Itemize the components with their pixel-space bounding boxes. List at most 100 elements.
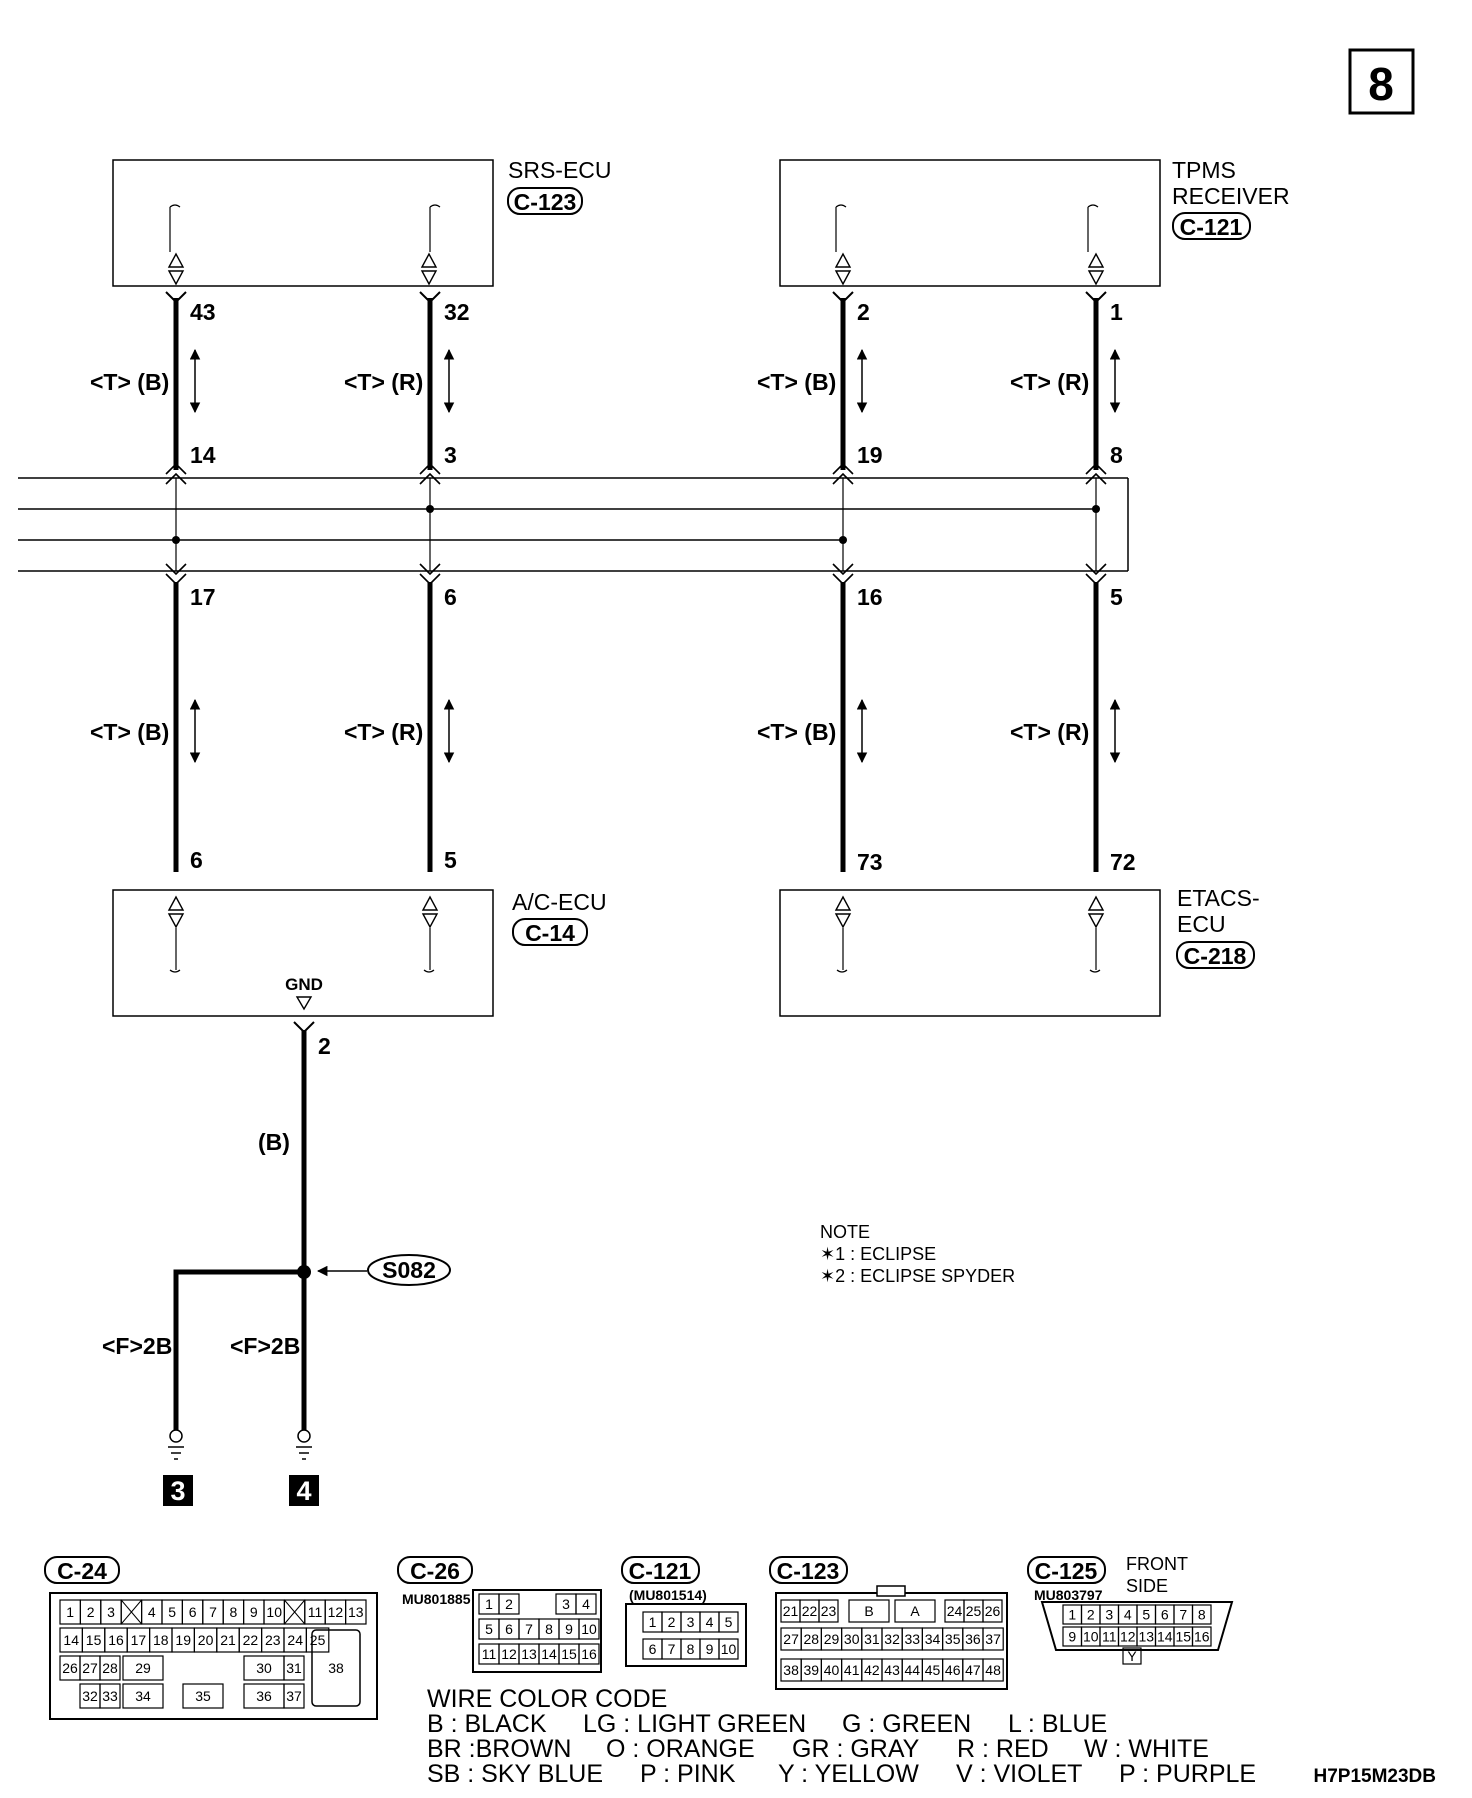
wire-label-w1-lower: <T> (B) bbox=[90, 719, 169, 745]
connector-cell bbox=[718, 1638, 739, 1660]
connector-cell bbox=[818, 1599, 839, 1623]
pin-2-tpms: 2 bbox=[857, 299, 870, 325]
connector-pin-label: 24 bbox=[287, 1632, 303, 1648]
connector-pin-label: 10 bbox=[1083, 1629, 1099, 1645]
connector-pin-label: 36 bbox=[256, 1688, 272, 1704]
connector-cell bbox=[1191, 1626, 1212, 1647]
svg-text:C-121: C-121 bbox=[629, 1558, 692, 1584]
connector-pin-label: 6 bbox=[189, 1604, 197, 1620]
connector-pin-label: 34 bbox=[135, 1688, 151, 1704]
connector-pin-label: 6 bbox=[1161, 1607, 1169, 1623]
connector-pin-label: 4 bbox=[148, 1604, 156, 1620]
connector-pin-label: 8 bbox=[1198, 1607, 1206, 1623]
etacs-label-line1: ETACS- bbox=[1177, 885, 1260, 911]
connector-cell bbox=[283, 1655, 305, 1681]
splice-badge: S082 bbox=[367, 1254, 451, 1286]
connector-pin-label: 42 bbox=[864, 1662, 880, 1678]
connector-cell bbox=[718, 1611, 739, 1633]
connector-pin-label: 48 bbox=[985, 1662, 1001, 1678]
connector-cell bbox=[345, 1599, 367, 1625]
connector-pin-label: 25 bbox=[310, 1632, 326, 1648]
connector-pin-label: 7 bbox=[209, 1604, 217, 1620]
connector-cell bbox=[578, 1618, 600, 1640]
connector-cell bbox=[122, 1655, 164, 1681]
diagram-code: H7P15M23DB bbox=[1314, 1766, 1437, 1787]
wire-label-w2-lower: <T> (R) bbox=[344, 719, 423, 745]
connector-pin-label: 30 bbox=[256, 1660, 272, 1676]
connector-pin-label: 12 bbox=[1120, 1629, 1136, 1645]
connector-cell bbox=[578, 1643, 600, 1665]
wires-upper bbox=[173, 298, 1099, 470]
connector-pin-label: 38 bbox=[783, 1662, 799, 1678]
connector-pin-label: 44 bbox=[905, 1662, 921, 1678]
connector-pin-label: 3 bbox=[562, 1596, 570, 1612]
svg-text:(MU801514): (MU801514) bbox=[629, 1587, 707, 1603]
svg-text:GR : GRAY: GR : GRAY bbox=[792, 1735, 920, 1763]
connector-pin-label: 15 bbox=[561, 1646, 577, 1662]
connector-cell-blank bbox=[284, 1599, 306, 1625]
joint-connector bbox=[18, 462, 1129, 586]
connector-pin-label: 14 bbox=[1157, 1629, 1173, 1645]
pin-1-tpms: 1 bbox=[1110, 299, 1123, 325]
ground-left-wire-label: <F>2B bbox=[102, 1333, 172, 1359]
page-number: 8 bbox=[1368, 58, 1394, 110]
connector-pin-label: 7 bbox=[525, 1621, 533, 1637]
connector-pin-label: 43 bbox=[884, 1662, 900, 1678]
svg-text:C-24: C-24 bbox=[57, 1558, 107, 1584]
connector-pin-label: 17 bbox=[131, 1632, 147, 1648]
connector-pin-label: 37 bbox=[985, 1631, 1001, 1647]
connector-pin-label: 35 bbox=[195, 1688, 211, 1704]
ground-pin-2: 2 bbox=[318, 1033, 331, 1059]
connector-cell bbox=[982, 1599, 1003, 1623]
srs-ecu-label: SRS-ECU bbox=[508, 157, 612, 183]
connector-cell bbox=[575, 1593, 597, 1615]
connector-cell bbox=[99, 1655, 121, 1681]
svg-text:G : GREEN: G : GREEN bbox=[842, 1710, 971, 1738]
connector-pin-label: 5 bbox=[1142, 1607, 1150, 1623]
connector-pin-label: 3 bbox=[687, 1614, 695, 1630]
connector-pin-label: 14 bbox=[63, 1632, 79, 1648]
connector-pin-label: 3 bbox=[1105, 1607, 1113, 1623]
pin-72-etacs: 72 bbox=[1110, 849, 1136, 875]
connector-pin-label: 39 bbox=[804, 1662, 820, 1678]
connector-pin-label: 22 bbox=[802, 1603, 818, 1619]
connector-pin-label: 27 bbox=[82, 1660, 98, 1676]
pin-17-joint: 17 bbox=[190, 584, 216, 610]
note-title: NOTE bbox=[820, 1222, 870, 1242]
connector-cell bbox=[848, 1599, 890, 1623]
connector-pin-label: 4 bbox=[706, 1614, 714, 1630]
svg-text:S082: S082 bbox=[382, 1257, 436, 1283]
wire-label-w2-upper: <T> (R) bbox=[344, 369, 423, 395]
connector-pin-label: 13 bbox=[1138, 1629, 1154, 1645]
svg-text:MU801885: MU801885 bbox=[402, 1591, 471, 1607]
ground-ref-3: 3 bbox=[163, 1475, 193, 1506]
wire-label-w1-upper: <T> (B) bbox=[90, 369, 169, 395]
connector-pin-label: 15 bbox=[1175, 1629, 1191, 1645]
connector-pin-label: 29 bbox=[135, 1660, 151, 1676]
connector-pin-label: 26 bbox=[985, 1603, 1001, 1619]
connector-pin-label: 29 bbox=[824, 1631, 840, 1647]
page-number-box: 8 bbox=[1348, 48, 1415, 115]
wire-label-w3-lower: <T> (B) bbox=[757, 719, 836, 745]
gnd-label: GND bbox=[285, 975, 323, 994]
connector-pin-label: 26 bbox=[62, 1660, 78, 1676]
connector-pin-label: 22 bbox=[243, 1632, 259, 1648]
pin-73-etacs: 73 bbox=[857, 849, 883, 875]
svg-text:LG : LIGHT GREEN: LG : LIGHT GREEN bbox=[583, 1710, 806, 1738]
svg-text:C-26: C-26 bbox=[410, 1558, 460, 1584]
connector-pin-label: 12 bbox=[501, 1646, 517, 1662]
wire-color-title: WIRE COLOR CODE bbox=[427, 1685, 667, 1713]
connector-pin-label: 9 bbox=[250, 1604, 258, 1620]
connector-pin-label: 13 bbox=[348, 1604, 364, 1620]
connector-pin-label: 9 bbox=[565, 1621, 573, 1637]
connector-pin-label: 10 bbox=[721, 1641, 737, 1657]
connector-pin-label: 1 bbox=[1068, 1607, 1076, 1623]
connector-pin-label: 8 bbox=[545, 1621, 553, 1637]
etacs-label-line2: ECU bbox=[1177, 911, 1226, 937]
connector-pin-label: 10 bbox=[581, 1621, 597, 1637]
connector-pin-label: 9 bbox=[1068, 1629, 1076, 1645]
connector-pin-label: 16 bbox=[1194, 1629, 1210, 1645]
